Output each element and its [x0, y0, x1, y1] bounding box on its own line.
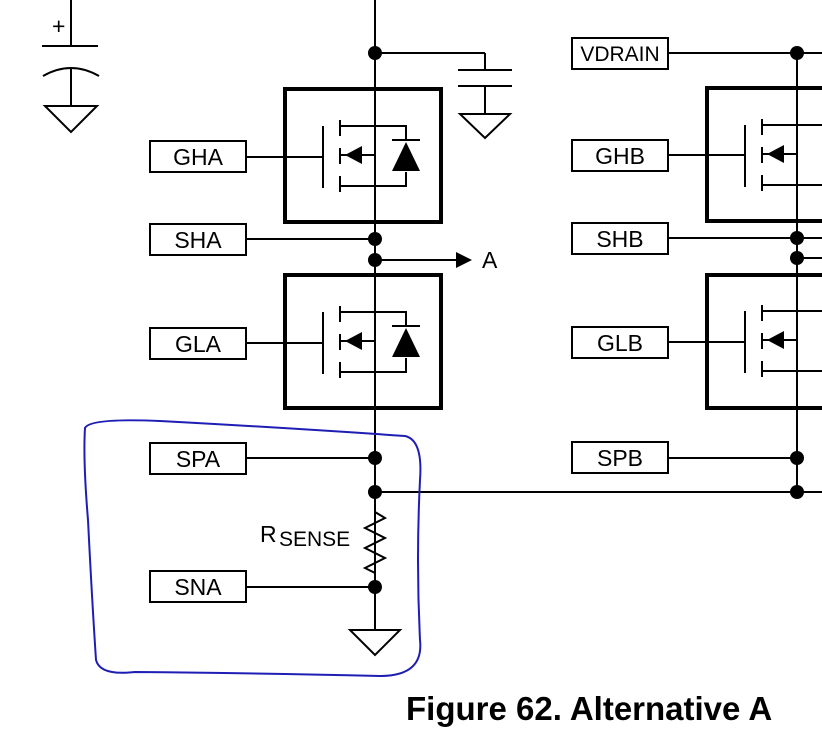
low-side-fet-a — [247, 273, 443, 410]
pin-shb: SHB — [596, 226, 643, 252]
phase-b-junctions — [790, 46, 804, 499]
fet-a-low-arrow-icon — [345, 332, 362, 350]
sense-resistor-symbol — [347, 492, 403, 657]
rsense-label-subscript: SENSE — [279, 528, 350, 551]
output-a-arrow-icon — [456, 252, 472, 268]
high-side-fet-b — [705, 86, 822, 223]
fet-a-high-body-diode-icon — [392, 142, 420, 171]
pin-spb: SPB — [597, 445, 643, 471]
fet-a-low-body-diode-icon — [392, 328, 420, 357]
fet-b-low-arrow-icon — [767, 331, 784, 349]
hand-drawn-annotation-outline — [83, 419, 422, 678]
high-side-fet-a — [247, 87, 443, 224]
pin-gla: GLA — [175, 331, 222, 357]
pin-sha: SHA — [174, 227, 222, 253]
phase-a-junctions — [368, 46, 382, 594]
pin-glb: GLB — [597, 330, 643, 356]
pin-ghb: GHB — [595, 143, 645, 169]
phase-a-pin-boxes — [149, 140, 247, 603]
phase-b-wiring — [668, 52, 822, 492]
figure-caption: Figure 62. Alternative A — [406, 690, 772, 727]
pin-vdrain: VDRAIN — [580, 43, 659, 66]
battery-plus-label: + — [52, 13, 65, 39]
pin-gha: GHA — [173, 144, 224, 170]
fet-a-high-arrow-icon — [345, 146, 362, 164]
phase-a-pin-wires — [247, 238, 375, 588]
pin-sna: SNA — [174, 574, 222, 600]
output-a-label: A — [482, 247, 498, 273]
rsense-label-main: R — [260, 521, 277, 547]
battery-symbol — [42, 0, 100, 134]
bulk-capacitor-symbol — [457, 53, 513, 140]
phase-b-pin-boxes — [571, 37, 669, 474]
fet-b-high-arrow-icon — [767, 145, 784, 163]
pin-spa: SPA — [176, 446, 221, 472]
